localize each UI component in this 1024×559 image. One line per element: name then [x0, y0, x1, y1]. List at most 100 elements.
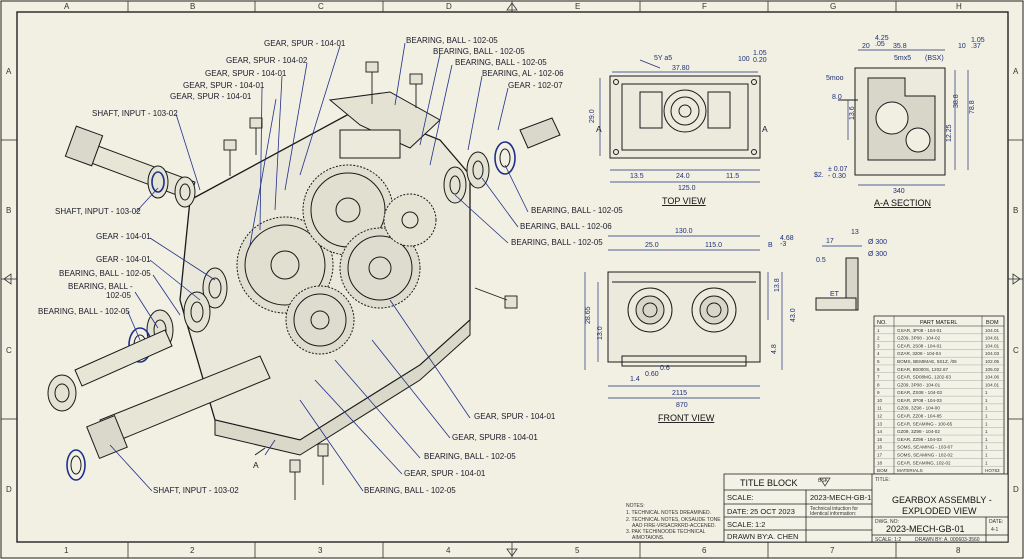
zone-row-d-right: D: [1013, 485, 1019, 494]
bom-cell: 8: [877, 382, 880, 387]
bom-cell: 1: [985, 460, 988, 465]
bom-cell: GEAR, 2S08 - 104-01: [897, 343, 942, 348]
surface-finish-symbol: BSK: [818, 478, 829, 484]
top-view-dims: [599, 59, 760, 183]
bolts: [223, 61, 518, 500]
bom-cell: 9: [877, 390, 880, 395]
bom-header-bom: BOM: [986, 320, 999, 326]
bom-cell: 13: [877, 421, 883, 426]
svg-text:2115: 2115: [672, 390, 687, 397]
label-gear-left-1: GEAR - 104-01: [96, 232, 151, 241]
bom-cell: 14: [877, 429, 883, 434]
zone-col-e: E: [575, 2, 580, 11]
svg-text:37.80: 37.80: [672, 65, 690, 72]
svg-text:Ø 300: Ø 300: [868, 239, 887, 246]
shaft-bottom-left: [66, 355, 271, 481]
svg-text:DRAWN BY: A. 000603-3560: DRAWN BY: A. 000603-3560: [915, 537, 980, 543]
leader-lines: [109, 42, 529, 492]
label-bearing-t2: BEARING, BALL - 102-05: [433, 47, 525, 56]
svg-text:DATE:: DATE:: [727, 507, 749, 516]
label-shaft-input-bot: SHAFT, INPUT - 103-02: [153, 486, 239, 495]
svg-text:20: 20: [862, 43, 870, 50]
zone-num-2: 2: [190, 546, 195, 555]
bom-cell: 7: [877, 375, 880, 380]
label-gear-spur-4: GEAR, SPUR - 104-01: [183, 81, 265, 90]
zone-col-g: G: [830, 2, 836, 11]
notes: NOTES: 1. TECHNICAL NOTES DREAMINED. 2. …: [626, 503, 721, 541]
right-bearings: [443, 117, 561, 204]
gear-cluster: [236, 164, 437, 355]
side-detail: [815, 245, 862, 311]
bom-cell: 104.03: [985, 351, 999, 356]
svg-text:5Y a5: 5Y a5: [654, 55, 672, 62]
svg-text:11.5: 11.5: [726, 173, 739, 180]
bom-header-no: NO.: [877, 320, 887, 326]
label-bearing-r2: BEARING, BALL - 102-06: [520, 222, 612, 231]
svg-text:0.20: 0.20: [753, 57, 767, 64]
bom-cell: 104.01: [985, 328, 999, 333]
bom-cell: GZ09, 3P08 - 104-02: [897, 336, 941, 341]
zone-col-c: C: [318, 2, 324, 11]
bom-cell: 12: [877, 414, 883, 419]
svg-text:DATE:: DATE:: [989, 519, 1003, 525]
bom-cell: 104.81: [985, 336, 999, 341]
svg-text:340: 340: [893, 188, 905, 195]
bom-cell: GEAR, B0000S, 1202.67: [897, 367, 949, 372]
top-view: [609, 75, 761, 159]
drawing-title-line1: GEARBOX ASSEMBLY -: [892, 495, 992, 505]
svg-text:4.8: 4.8: [771, 344, 778, 354]
svg-text:A: A: [596, 124, 602, 134]
svg-text:.37: .37: [971, 43, 981, 50]
section-view: [838, 67, 946, 176]
shaft-top-left: [64, 125, 196, 208]
svg-text:TITLE:: TITLE:: [875, 477, 890, 483]
callout-labels: GEAR, SPUR - 104-01 GEAR, SPUR - 104-02 …: [38, 36, 623, 495]
center-mark-left: [3, 273, 12, 285]
bom-cell: SOMS, SEAMING - 103-67: [897, 445, 953, 450]
svg-text:$2.: $2.: [814, 172, 824, 179]
svg-text:-3: -3: [780, 241, 786, 248]
title-block: [723, 473, 1009, 543]
svg-text:Technical intuction for: Technical intuction for: [810, 506, 858, 512]
label-gear-spur-1: GEAR, SPUR - 104-01: [264, 39, 346, 48]
svg-text:AAO FIRE-VRSACRKRD-ACCENED.: AAO FIRE-VRSACRKRD-ACCENED.: [632, 523, 716, 529]
label-bearing-b1: BEARING, BALL - 102-05: [424, 452, 516, 461]
svg-text:AIMOTAIONS.: AIMOTAIONS.: [632, 535, 664, 541]
svg-text:24.0: 24.0: [676, 173, 690, 180]
bom-cell: 6: [877, 367, 880, 372]
bom-cell: 3: [877, 343, 880, 348]
svg-text:17: 17: [826, 238, 834, 245]
bom-cell: 1: [985, 452, 988, 457]
svg-text:12.25: 12.25: [946, 124, 953, 142]
bom-cell: GEAR, 2P08 - 104-03: [897, 398, 942, 403]
bom-cell: 1: [985, 398, 988, 403]
label-bearing-l2a: BEARING, BALL -: [68, 282, 133, 291]
bom-cell: GEAR, SD08MG, 1202-63: [897, 375, 951, 380]
bom-cell: GZ09, 3P08 - 104-01: [897, 382, 941, 387]
date-value: 25 OCT 2023: [750, 507, 795, 516]
svg-text:A: A: [762, 124, 768, 134]
svg-text:100: 100: [738, 56, 750, 63]
svg-text:0.5: 0.5: [816, 257, 826, 264]
front-view-dims: [584, 235, 783, 399]
svg-text:4.68: 4.68: [780, 235, 794, 242]
label-bearing-l2b: 102-05: [106, 291, 131, 300]
front-view-dim-text: 130.0 25.0 115.0 B 4.68 -3 13.8 28.65 13…: [585, 228, 797, 423]
svg-text:SCALE:: SCALE:: [727, 493, 754, 502]
label-gear-spur-2: GEAR, SPUR - 104-02: [226, 56, 308, 65]
label-bearing-t1: BEARING, BALL - 102-05: [406, 36, 498, 45]
bom-cell: 1: [985, 421, 988, 426]
svg-text:25.0: 25.0: [645, 242, 659, 249]
svg-text:SCALE: 1:2: SCALE: 1:2: [875, 537, 901, 543]
svg-text:2. TECHNICAL NOTES, OKSAUDE TO: 2. TECHNICAL NOTES, OKSAUDE TONE: [626, 517, 721, 523]
label-bearing-l1: BEARING, BALL - 102-05: [59, 269, 151, 278]
bom-cell: SOMS, SEAMING - 102-02: [897, 452, 953, 457]
side-detail-dim-text: 17 13 Ø 300 Ø 300 0.5 ET: [816, 229, 887, 298]
svg-text:SCALE:: SCALE:: [727, 520, 754, 529]
bom-cell: 16: [877, 445, 883, 450]
label-gear-spur-b2: GEAR, SPUR - 104-01: [404, 469, 486, 478]
zone-col-a: A: [64, 2, 70, 11]
